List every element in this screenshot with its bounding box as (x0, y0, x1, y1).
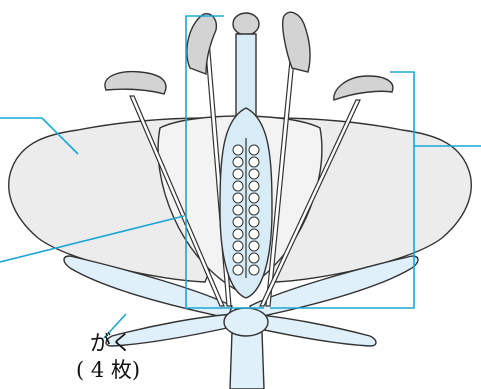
sepal-count-label: ( 4 枚) (76, 360, 140, 381)
sepal-label: がく (90, 333, 132, 354)
receptacle (224, 308, 268, 336)
anther-left-inner (187, 14, 217, 74)
anther-right-inner (283, 12, 310, 72)
anther-right-outer (334, 76, 393, 100)
stigma (233, 13, 259, 35)
stem (230, 332, 264, 389)
anther-left-outer (105, 72, 166, 94)
style (236, 34, 256, 118)
